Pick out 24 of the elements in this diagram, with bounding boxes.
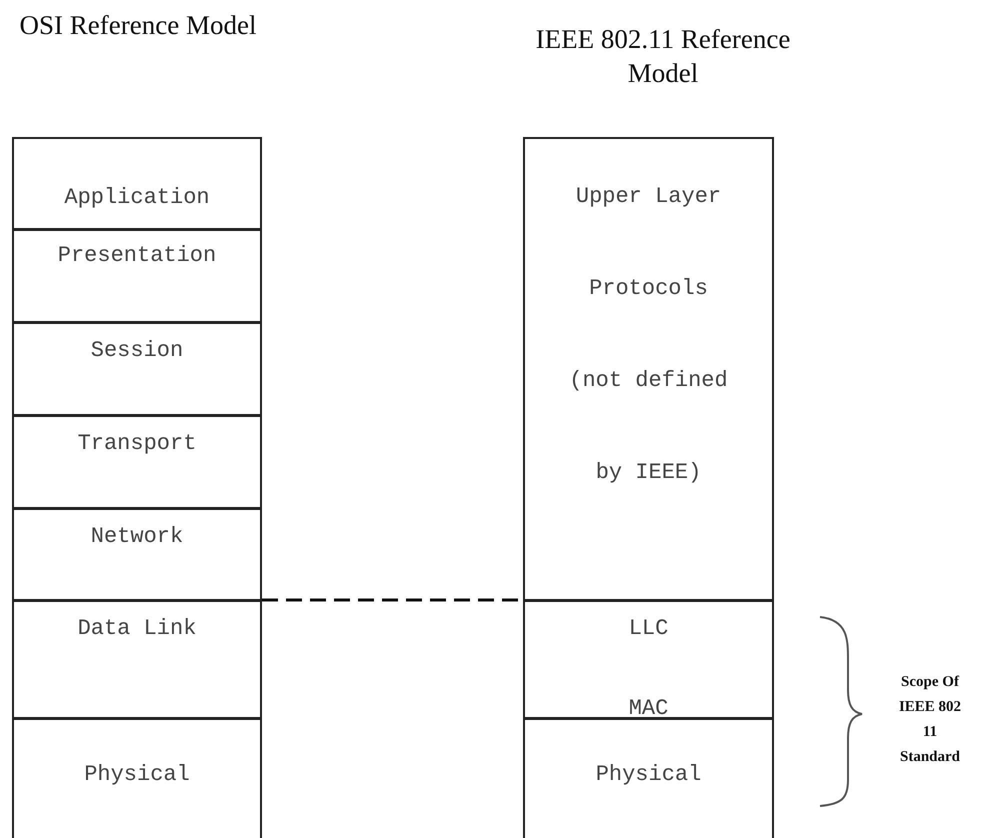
layer-name: Transport — [78, 431, 196, 457]
layer-name: Network — [90, 524, 184, 550]
layer-box — [12, 718, 262, 838]
layer-name: LLC — [628, 616, 668, 642]
layer-name: Physical — [84, 762, 190, 788]
layer-box — [12, 508, 262, 601]
layer-box — [12, 415, 262, 509]
layer-box — [523, 718, 774, 838]
layer-box — [12, 600, 262, 719]
column-heading: OSI Reference Model — [18, 9, 258, 42]
layer-name: Physical — [596, 762, 702, 788]
layer-name: Session — [90, 338, 184, 364]
layer-box — [523, 600, 774, 719]
layer-box — [12, 322, 262, 416]
scope-label: Scope Of IEEE 802 11 Standard — [898, 673, 962, 767]
layer-box — [523, 137, 774, 601]
layer-name: Application — [64, 185, 210, 211]
layer-name: Data Link — [78, 616, 196, 642]
layer-box — [12, 137, 262, 230]
layer-name: Presentation — [58, 243, 216, 269]
layer-name: MAC — [628, 696, 668, 722]
column-heading: IEEE 802.11 Reference Model — [534, 23, 792, 90]
layer-box — [12, 229, 262, 323]
layer-name: Upper Layer Protocols (not defined by IEEE) — [568, 183, 729, 487]
